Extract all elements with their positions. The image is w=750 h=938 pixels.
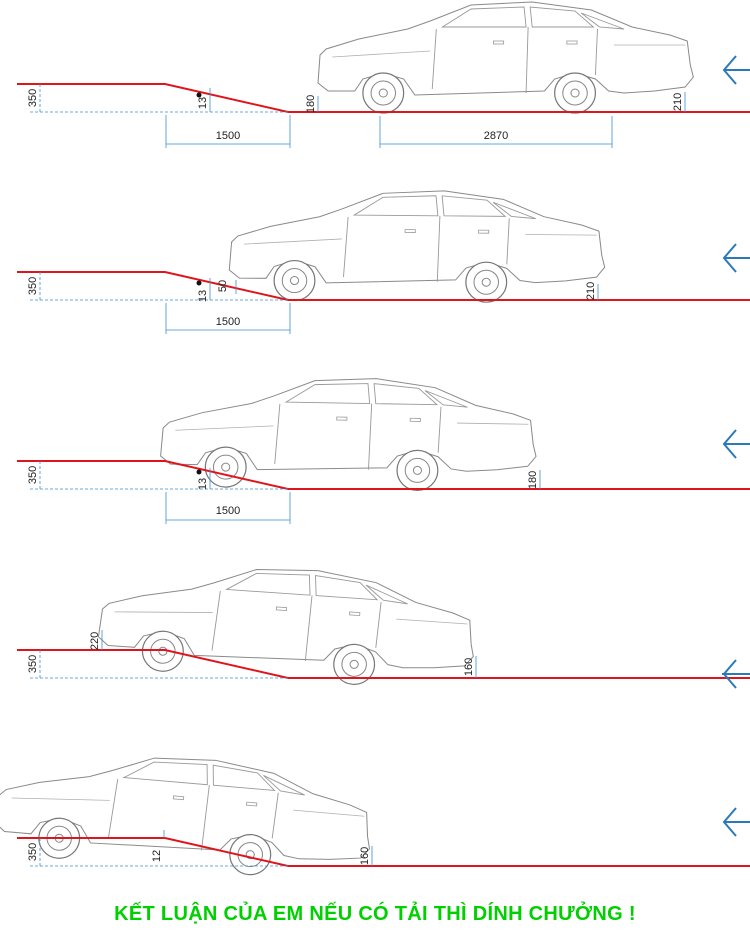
front-clearance-1: 180 <box>305 95 317 113</box>
step-height-1: 13 <box>197 97 209 109</box>
chevron-left-icon <box>722 807 750 837</box>
ground-line-1 <box>17 83 750 113</box>
front-clearance-2: 50 <box>217 280 229 292</box>
step-height-3: 13 <box>197 478 209 490</box>
wheelbase-1: 2870 <box>484 130 508 142</box>
ramp-height-3: 350 <box>27 466 39 484</box>
chevron-left-icon <box>722 659 750 689</box>
chevron-left-icon <box>722 243 750 273</box>
car-3 <box>159 374 538 494</box>
contact-gap-5: 12 <box>151 850 163 862</box>
ground-line-4 <box>17 649 750 679</box>
scene-1: 350 13 180 210 1500 2870 <box>17 1 750 148</box>
rear-clearance-4: 160 <box>463 658 475 676</box>
ramp-height-2: 350 <box>27 277 39 295</box>
scene-4: 350 220 160 <box>17 555 750 694</box>
car-2 <box>228 188 606 304</box>
chevron-left-icon <box>722 429 750 459</box>
ramp-length-1: 1500 <box>216 130 240 142</box>
car-4 <box>95 555 480 694</box>
ground-line-2 <box>17 271 750 301</box>
rear-clearance-5: 160 <box>359 847 371 865</box>
ground-line-5 <box>17 837 750 867</box>
ground-line-3 <box>17 460 750 490</box>
rear-clearance-1: 210 <box>672 93 684 111</box>
scene-5: 350 12 160 <box>0 741 750 886</box>
car-5 <box>0 741 377 886</box>
ramp-height-1: 350 <box>27 89 39 107</box>
ramp-length-3: 1500 <box>216 505 240 517</box>
step-height-2: 13 <box>197 290 209 302</box>
front-clearance-4: 220 <box>89 632 101 650</box>
conclusion-text: KẾT LUẬN CỦA EM NẾU CÓ TẢI THÌ DÍNH CHƯỞ… <box>114 903 636 925</box>
car-1 <box>317 1 694 114</box>
rear-clearance-2: 210 <box>585 282 597 300</box>
scene-3: 350 13 180 1500 <box>17 374 750 524</box>
chevron-left-icon <box>722 55 750 85</box>
ramp-height-5: 350 <box>27 843 39 861</box>
scene-2: 350 13 50 210 1500 <box>17 188 750 334</box>
ramp-length-2: 1500 <box>216 316 240 328</box>
ramp-height-4: 350 <box>27 655 39 673</box>
rear-clearance-3: 180 <box>527 471 539 489</box>
